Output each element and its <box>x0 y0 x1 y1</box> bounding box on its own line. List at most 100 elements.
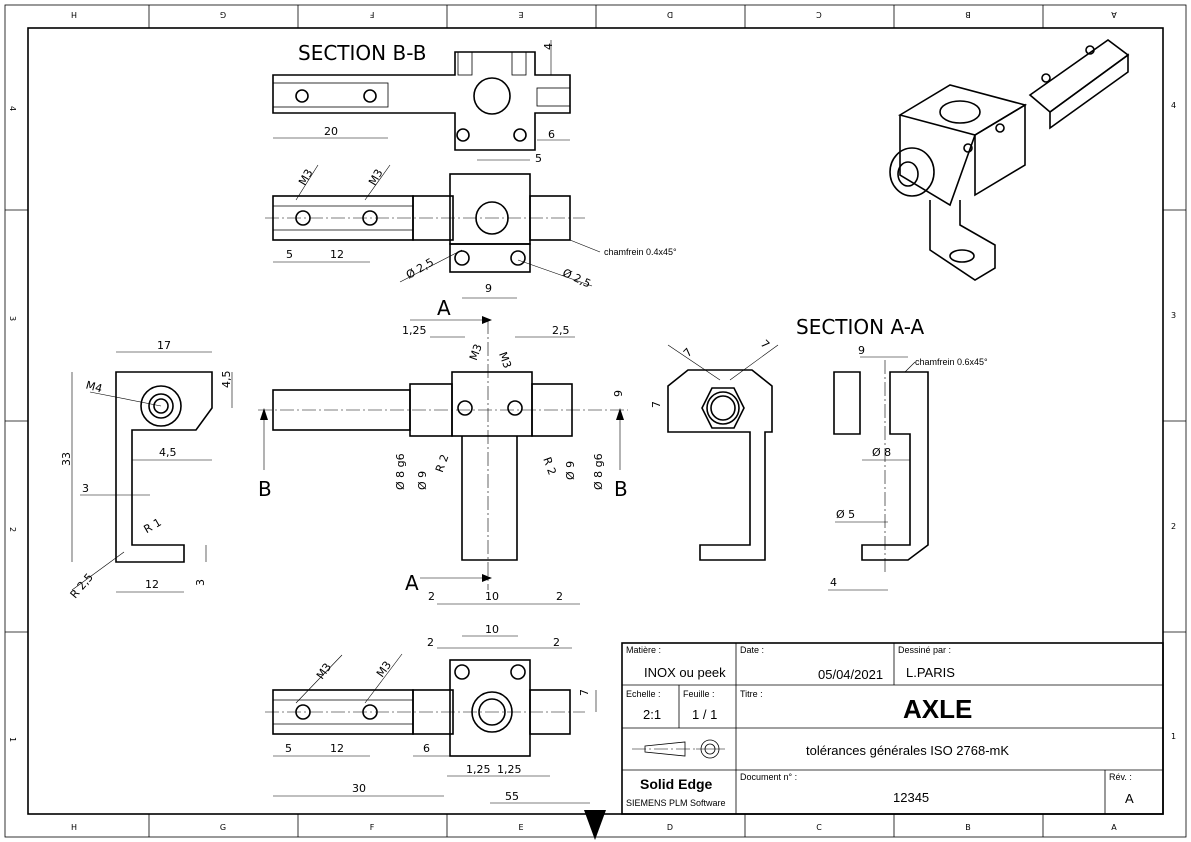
svg-text:1 / 1: 1 / 1 <box>692 707 717 722</box>
svg-text:A: A <box>1111 823 1117 832</box>
svg-text:9: 9 <box>858 344 865 357</box>
svg-text:12: 12 <box>145 578 159 591</box>
svg-text:Date :: Date : <box>740 645 764 655</box>
svg-text:E: E <box>518 10 523 19</box>
svg-text:2:1: 2:1 <box>643 707 661 722</box>
svg-text:M3: M3 <box>314 661 334 682</box>
svg-text:B: B <box>965 10 971 19</box>
svg-text:Ø 8: Ø 8 <box>872 446 891 459</box>
svg-text:G: G <box>220 823 226 832</box>
svg-text:M3: M3 <box>296 167 316 188</box>
svg-text:7: 7 <box>650 401 663 408</box>
svg-text:SIEMENS PLM Software: SIEMENS PLM Software <box>626 798 726 808</box>
svg-text:05/04/2021: 05/04/2021 <box>818 667 883 682</box>
svg-text:Rév. :: Rév. : <box>1109 772 1132 782</box>
svg-text:M4: M4 <box>84 379 103 396</box>
svg-text:Dessiné par :: Dessiné par : <box>898 645 951 655</box>
svg-text:Titre :: Titre : <box>740 689 763 699</box>
svg-text:12345: 12345 <box>893 790 929 805</box>
svg-text:H: H <box>71 10 77 19</box>
svg-text:1,25: 1,25 <box>497 763 522 776</box>
svg-text:R 2: R 2 <box>433 453 451 474</box>
svg-text:C: C <box>816 10 822 19</box>
svg-text:3: 3 <box>1171 311 1176 320</box>
section-bb-title: SECTION B-B <box>298 41 426 65</box>
title-block: Matière : INOX ou peek Date : 05/04/2021… <box>621 642 1164 815</box>
svg-text:4: 4 <box>1171 101 1176 110</box>
svg-text:R 2: R 2 <box>540 455 558 476</box>
svg-text:Ø 8 g6: Ø 8 g6 <box>394 453 407 490</box>
svg-text:33: 33 <box>60 452 73 466</box>
svg-text:Feuille :: Feuille : <box>683 689 715 699</box>
svg-text:4: 4 <box>8 106 17 111</box>
svg-text:M3: M3 <box>366 167 386 188</box>
svg-text:L.PARIS: L.PARIS <box>906 665 955 680</box>
left-view: 17 M4 4,5 4,5 33 3 R 1 R 2,5 12 3 <box>60 339 233 601</box>
svg-text:chamfrein 0.6x45°: chamfrein 0.6x45° <box>915 357 988 367</box>
svg-text:Ø 9: Ø 9 <box>416 471 429 490</box>
svg-text:B: B <box>965 823 971 832</box>
svg-text:7: 7 <box>578 689 591 696</box>
bottom-view: 2 10 2 M3 M3 7 5 12 6 1,25 1,25 30 55 <box>265 623 597 804</box>
svg-text:A: A <box>1111 10 1117 19</box>
svg-text:C: C <box>816 823 822 832</box>
svg-text:6: 6 <box>548 128 555 141</box>
svg-text:Document n° :: Document n° : <box>740 772 797 782</box>
svg-text:4: 4 <box>542 43 555 50</box>
section-b-left-label: B <box>258 477 272 501</box>
section-b-right-label: B <box>614 477 628 501</box>
svg-text:Ø 9: Ø 9 <box>564 461 577 480</box>
svg-text:9: 9 <box>485 282 492 295</box>
svg-text:Matière :: Matière : <box>626 645 661 655</box>
svg-text:G: G <box>220 10 226 19</box>
svg-text:D: D <box>667 10 673 19</box>
section-a-top-label: A <box>437 296 451 320</box>
svg-text:1: 1 <box>1171 732 1176 741</box>
svg-text:3: 3 <box>8 316 17 321</box>
svg-text:Ø 2,5: Ø 2,5 <box>560 266 592 290</box>
zone-ticks <box>5 5 1186 837</box>
svg-text:3: 3 <box>194 579 207 586</box>
svg-text:Ø 2,5: Ø 2,5 <box>404 256 436 282</box>
svg-text:2: 2 <box>428 590 435 603</box>
svg-text:Ø 5: Ø 5 <box>836 508 855 521</box>
outer-border <box>4 4 1187 838</box>
svg-text:5: 5 <box>285 742 292 755</box>
zone-labels: H G F E D C B A H G F E D C B A 4 3 2 1 … <box>8 10 1176 832</box>
svg-text:2: 2 <box>427 636 434 649</box>
svg-text:4,5: 4,5 <box>159 446 177 459</box>
svg-text:1,25: 1,25 <box>402 324 427 337</box>
svg-text:6: 6 <box>423 742 430 755</box>
centering-mark <box>584 810 606 840</box>
svg-text:R 1: R 1 <box>142 516 164 536</box>
section-aa-title: SECTION A-A <box>796 315 924 339</box>
svg-text:F: F <box>369 10 374 19</box>
svg-text:M3: M3 <box>374 659 394 680</box>
svg-text:F: F <box>370 823 375 832</box>
drawing-title: AXLE <box>903 694 972 724</box>
svg-text:30: 30 <box>352 782 366 795</box>
svg-text:M3: M3 <box>496 350 514 370</box>
isometric-view <box>889 39 1130 281</box>
svg-text:2: 2 <box>556 590 563 603</box>
svg-text:A: A <box>1125 791 1134 806</box>
svg-text:12: 12 <box>330 742 344 755</box>
projection-symbol-icon <box>632 739 725 759</box>
svg-text:6: 6 <box>611 390 624 397</box>
svg-text:Solid Edge: Solid Edge <box>640 776 713 792</box>
svg-text:2: 2 <box>1171 522 1176 531</box>
section-a-bottom-label: A <box>405 571 419 595</box>
svg-text:INOX ou peek: INOX ou peek <box>644 665 726 680</box>
svg-text:10: 10 <box>485 623 499 636</box>
svg-text:tolérances générales ISO 2768: tolérances générales ISO 2768-mK <box>806 743 1009 758</box>
svg-text:12: 12 <box>330 248 344 261</box>
svg-text:2: 2 <box>8 527 17 532</box>
svg-text:Ø 8 g6: Ø 8 g6 <box>592 453 605 490</box>
svg-text:1: 1 <box>8 737 17 742</box>
svg-text:4: 4 <box>830 576 837 589</box>
svg-text:E: E <box>518 823 523 832</box>
section-bb-view: SECTION B-B 20 6 4 <box>272 40 571 151</box>
svg-text:5: 5 <box>286 248 293 261</box>
front-view: 9 1,25 2,5 A A B B M3 M3 6 R 2 R 2 Ø 8 g… <box>258 282 628 605</box>
